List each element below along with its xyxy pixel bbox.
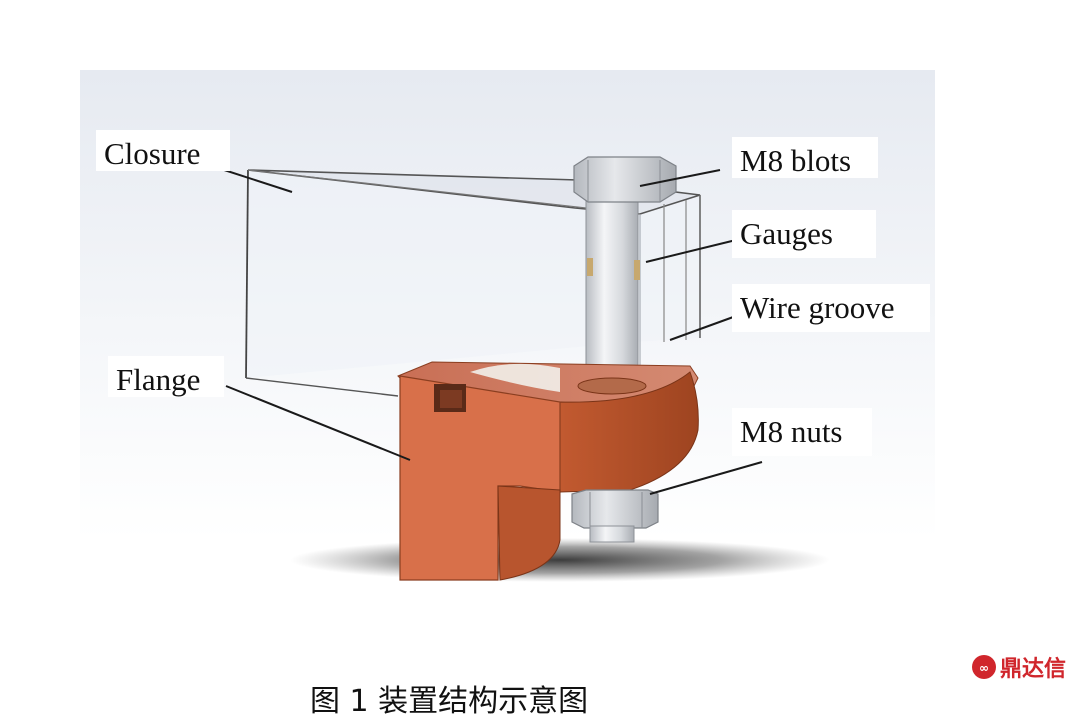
leader-closure [217,167,293,193]
watermark-text: 鼎达信 [1000,656,1066,682]
bolt-shank [585,199,639,391]
watermark-icon [972,655,996,679]
device-illustration [80,70,935,582]
flange-front [399,375,561,581]
flange-side [559,371,699,493]
leader-gauges [645,239,737,263]
label-m8-nuts: M8 nuts [732,408,872,456]
diagram-stage: Closure Flange M8 blots Gauges Wire groo… [80,70,1066,719]
label-flange: Flange [108,356,224,397]
svg-text:∞: ∞ [979,661,989,675]
bolt-hole [577,377,647,395]
flange-lower-side [497,485,561,581]
label-gauges: Gauges [732,210,876,258]
flange-slot-inner [440,390,462,408]
leader-wire-groove [669,315,737,341]
ground-shadow [290,538,830,582]
gauge-right [634,260,640,280]
leader-bolts [639,169,721,187]
leader-nuts [649,461,763,495]
label-m8-bolts: M8 blots [732,137,878,178]
figure-caption: 图 1 装置结构示意图 [310,684,589,719]
leader-lines [217,167,763,495]
label-closure: Closure [96,130,230,171]
flange-top-recess [470,363,560,392]
gauge-left [587,258,593,276]
nut [571,489,659,543]
watermark-logo: ∞ 鼎达信 [972,655,1066,682]
label-wire-groove: Wire groove [732,284,930,332]
bolt-head [573,156,677,203]
leader-flange [225,385,411,461]
